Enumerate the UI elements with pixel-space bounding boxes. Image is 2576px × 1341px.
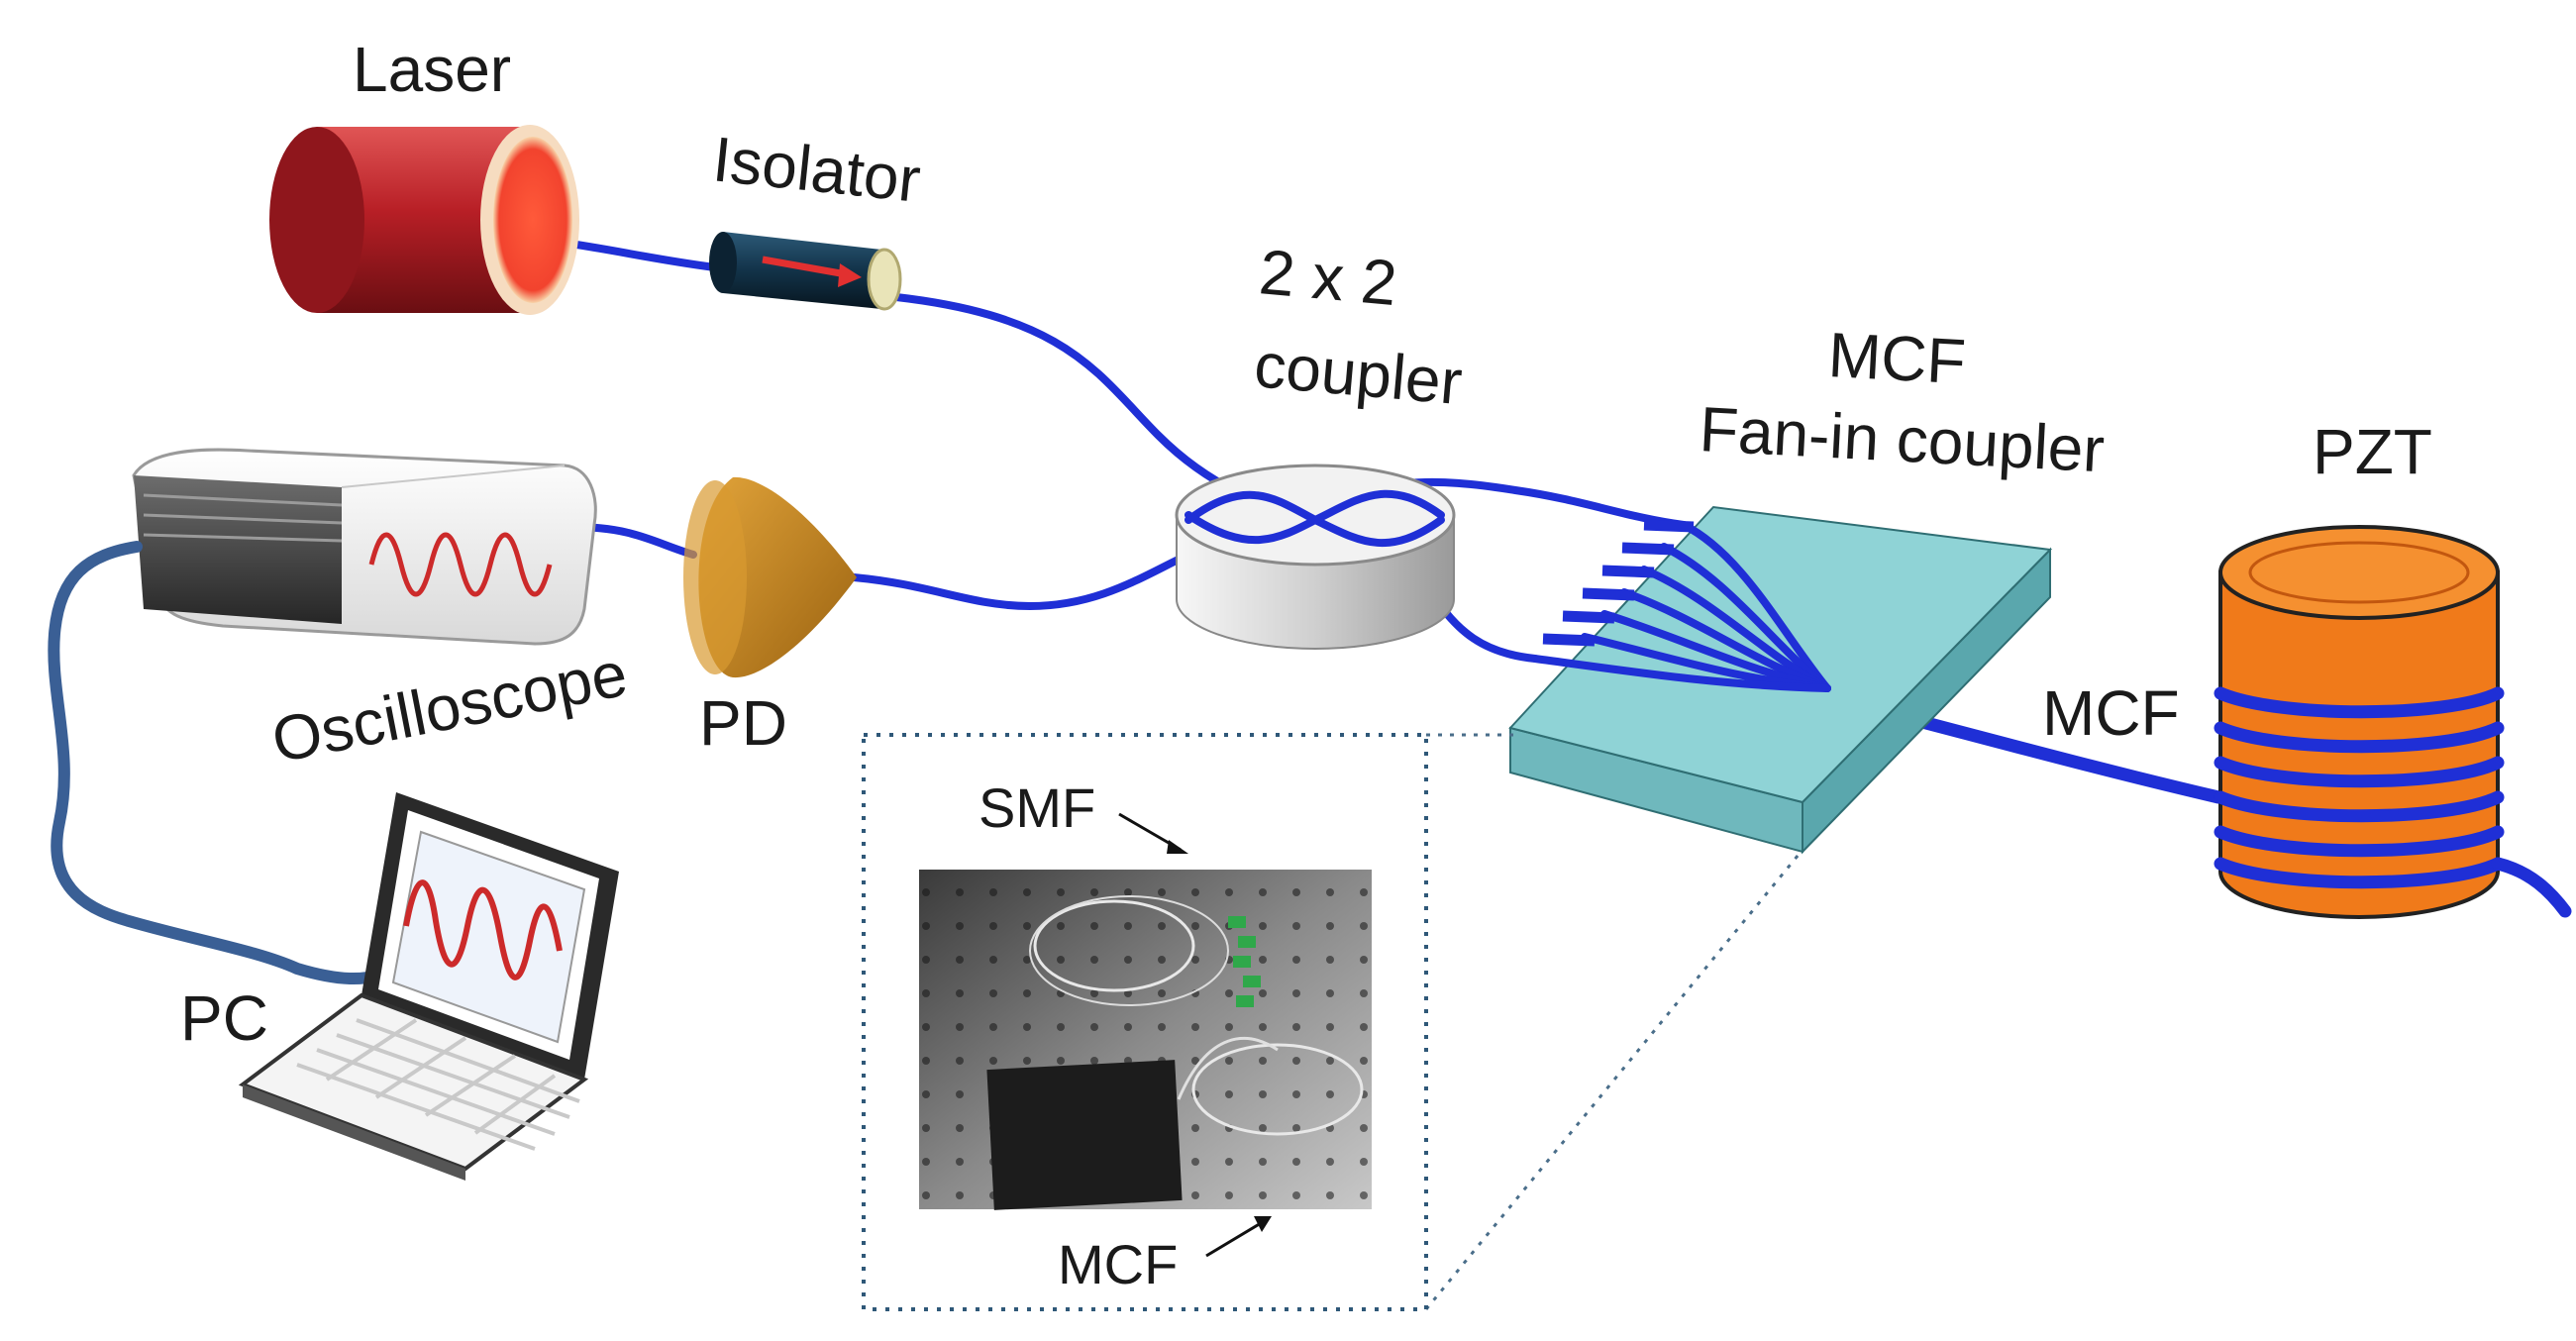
coupler-label-line1: 2 x 2: [1257, 236, 1399, 319]
pzt: PZT: [2214, 416, 2572, 919]
oscilloscope-waveform: [368, 532, 553, 597]
mcf-fiber-label: MCF: [2042, 677, 2180, 749]
laser-label: Laser: [353, 34, 511, 105]
inset-photo: [919, 870, 1372, 1210]
fiber-pd-coupler: [850, 536, 1232, 611]
laptop-waveform: [403, 879, 563, 980]
fanin-coupler: MCF Fan-in coupler: [1508, 319, 2107, 855]
smf-connectors: [1228, 916, 1261, 1007]
photo-inset: SMF MCF: [862, 733, 1804, 1311]
isolator: Isolator: [709, 123, 924, 311]
pd-label: PD: [699, 687, 787, 759]
fanin-waveguides: [1531, 521, 1831, 692]
inset-smf-label: SMF: [979, 776, 1095, 839]
fanin-label-line1: MCF: [1826, 319, 1967, 397]
fiber-laser-isolator: [553, 238, 719, 271]
fanin-input-pins: [1542, 519, 1695, 647]
laptop: PC: [180, 792, 619, 1181]
oscilloscope-label: Oscilloscope: [266, 638, 633, 776]
pzt-coil: [2214, 686, 2572, 918]
fanin-label-line2: Fan-in coupler: [1698, 393, 2106, 485]
laser: Laser: [269, 34, 579, 315]
pc-cable: [48, 541, 397, 984]
coupler-label-line2: coupler: [1252, 329, 1465, 418]
pc-label: PC: [180, 982, 268, 1054]
isolator-label: Isolator: [710, 123, 924, 216]
oscilloscope: Oscilloscope: [132, 448, 633, 776]
inset-mcf-label: MCF: [1058, 1233, 1178, 1295]
coupler: 2 x 2 coupler: [1175, 236, 1465, 650]
pzt-label: PZT: [2313, 416, 2432, 487]
photodetector: PD: [683, 476, 857, 759]
